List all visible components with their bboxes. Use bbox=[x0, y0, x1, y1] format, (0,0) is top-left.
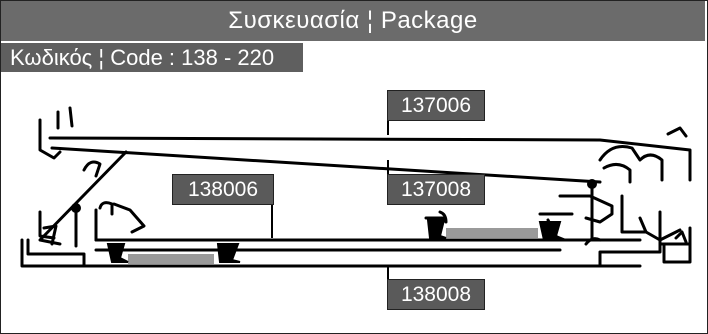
product-code: Κωδικός ¦ Code : 138 - 220 bbox=[1, 43, 303, 72]
label-137008: 137008 bbox=[387, 174, 485, 205]
label-138008: 138008 bbox=[387, 279, 485, 310]
clip-left-a bbox=[106, 243, 129, 263]
profile-137008 bbox=[38, 150, 692, 248]
profile-138008 bbox=[20, 226, 692, 268]
profile-137006 bbox=[38, 106, 692, 184]
clip-right-b bbox=[538, 221, 567, 241]
package-title: Συσκευασία ¦ Package bbox=[1, 1, 705, 41]
label-137006: 137006 bbox=[387, 90, 485, 121]
seal-right bbox=[446, 228, 538, 238]
label-138006: 138006 bbox=[172, 174, 274, 205]
clip-left-b bbox=[216, 243, 241, 263]
clip-right-a bbox=[426, 219, 447, 239]
seal-left bbox=[128, 254, 214, 264]
